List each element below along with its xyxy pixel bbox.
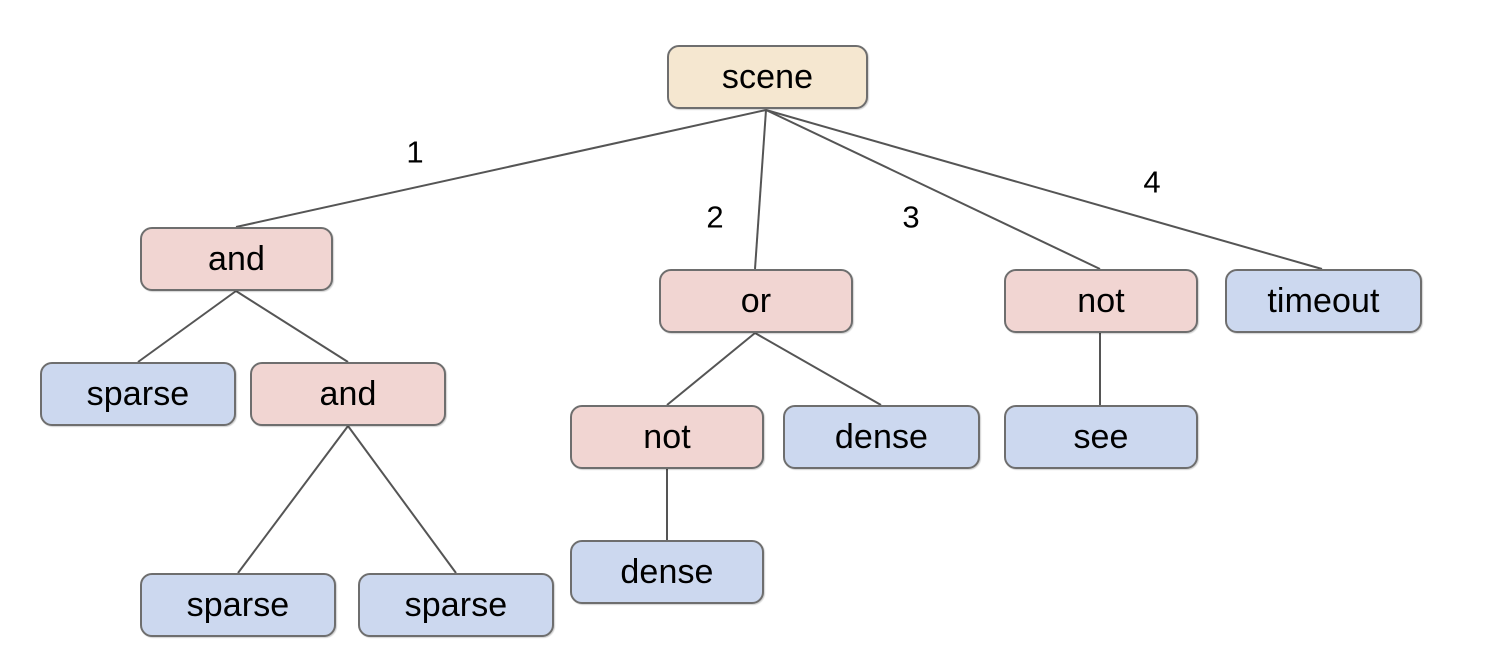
tree-node-label: or	[740, 282, 772, 320]
tree-edge-and1-to-sparse1	[137, 290, 237, 363]
tree-node-and1[interactable]: and	[140, 227, 333, 291]
tree-node-and2[interactable]: and	[250, 362, 446, 426]
edge-label-2: 2	[706, 199, 724, 235]
tree-node-label: and	[319, 375, 377, 413]
tree-edge-and2-to-sparse3	[347, 425, 457, 574]
tree-edge-scene-to-or1	[754, 109, 767, 270]
tree-node-not1[interactable]: not	[570, 405, 764, 469]
tree-node-dense2[interactable]: dense	[570, 540, 764, 604]
tree-node-sparse3[interactable]: sparse	[358, 573, 554, 637]
tree-edge-scene-to-and1	[235, 109, 767, 228]
edge-label-1: 1	[406, 134, 424, 170]
tree-node-label: not	[643, 418, 691, 456]
tree-edge-scene-to-not2	[765, 109, 1101, 270]
tree-node-label: sparse	[404, 586, 508, 624]
tree-node-scene[interactable]: scene	[667, 45, 868, 109]
tree-edge-or1-to-not1	[666, 332, 756, 406]
tree-node-label: see	[1073, 418, 1129, 456]
tree-node-timeout1[interactable]: timeout	[1225, 269, 1422, 333]
tree-node-label: sparse	[186, 586, 290, 624]
tree-edge-scene-to-timeout1	[765, 109, 1323, 270]
tree-node-dense1[interactable]: dense	[783, 405, 980, 469]
tree-edge-or1-to-dense1	[754, 332, 882, 406]
tree-node-label: dense	[620, 553, 714, 591]
tree-node-label: sparse	[86, 375, 190, 413]
tree-node-label: not	[1077, 282, 1125, 320]
tree-node-see1[interactable]: see	[1004, 405, 1198, 469]
tree-node-sparse2[interactable]: sparse	[140, 573, 336, 637]
tree-node-label: timeout	[1267, 282, 1380, 320]
edge-label-3: 3	[902, 199, 920, 235]
tree-node-label: scene	[721, 58, 814, 96]
tree-edge-and1-to-and2	[235, 290, 349, 363]
tree-edge-and2-to-sparse2	[237, 425, 349, 574]
tree-node-label: and	[207, 240, 266, 278]
tree-node-not2[interactable]: not	[1004, 269, 1198, 333]
tree-node-label: dense	[834, 418, 929, 456]
tree-node-or1[interactable]: or	[659, 269, 853, 333]
edge-label-4: 4	[1143, 164, 1161, 200]
tree-node-sparse1[interactable]: sparse	[40, 362, 236, 426]
